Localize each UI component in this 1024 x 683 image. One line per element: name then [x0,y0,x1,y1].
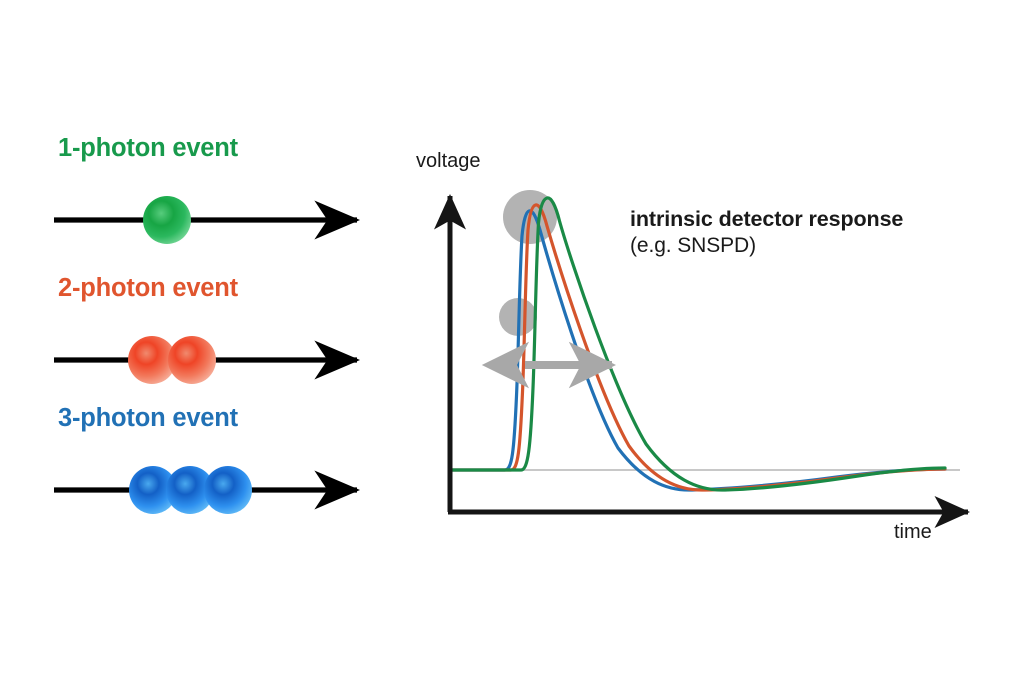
chart-plot-area [434,190,970,528]
photon-sphere-icon [168,336,216,384]
photon-track-2 [54,336,361,384]
annotation-title: intrinsic detector response [630,207,904,231]
photon-sphere-icon [128,336,176,384]
photon-track-3 [54,466,361,514]
y-axis-label: voltage [416,150,481,172]
photon-track-1 [54,196,361,244]
annotation-subtitle: (e.g. SNSPD) [630,233,756,257]
pulse-curve-2-photon [448,203,947,492]
event-label-3-photon: 3-photon event [58,404,238,432]
detector-response-chart: voltage time intrinsic detector response… [400,0,1024,683]
x-axis-label: time [894,521,932,543]
photon-event-row-1: 1-photon event [0,134,400,264]
chart-annotation: intrinsic detector response (e.g. SNSPD) [630,206,903,259]
photon-sphere-icon [204,466,252,514]
event-label-2-photon: 2-photon event [58,274,238,302]
event-label-1-photon: 1-photon event [58,134,238,162]
photon-event-diagram: 1-photon event 2-ph [0,0,400,683]
photon-event-row-3: 3-photon event [0,404,400,534]
photon-event-row-2: 2-photon event [0,274,400,404]
photon-sphere-icon [143,196,191,244]
photon-sphere-icon [129,466,177,514]
photon-sphere-icon [166,466,214,514]
